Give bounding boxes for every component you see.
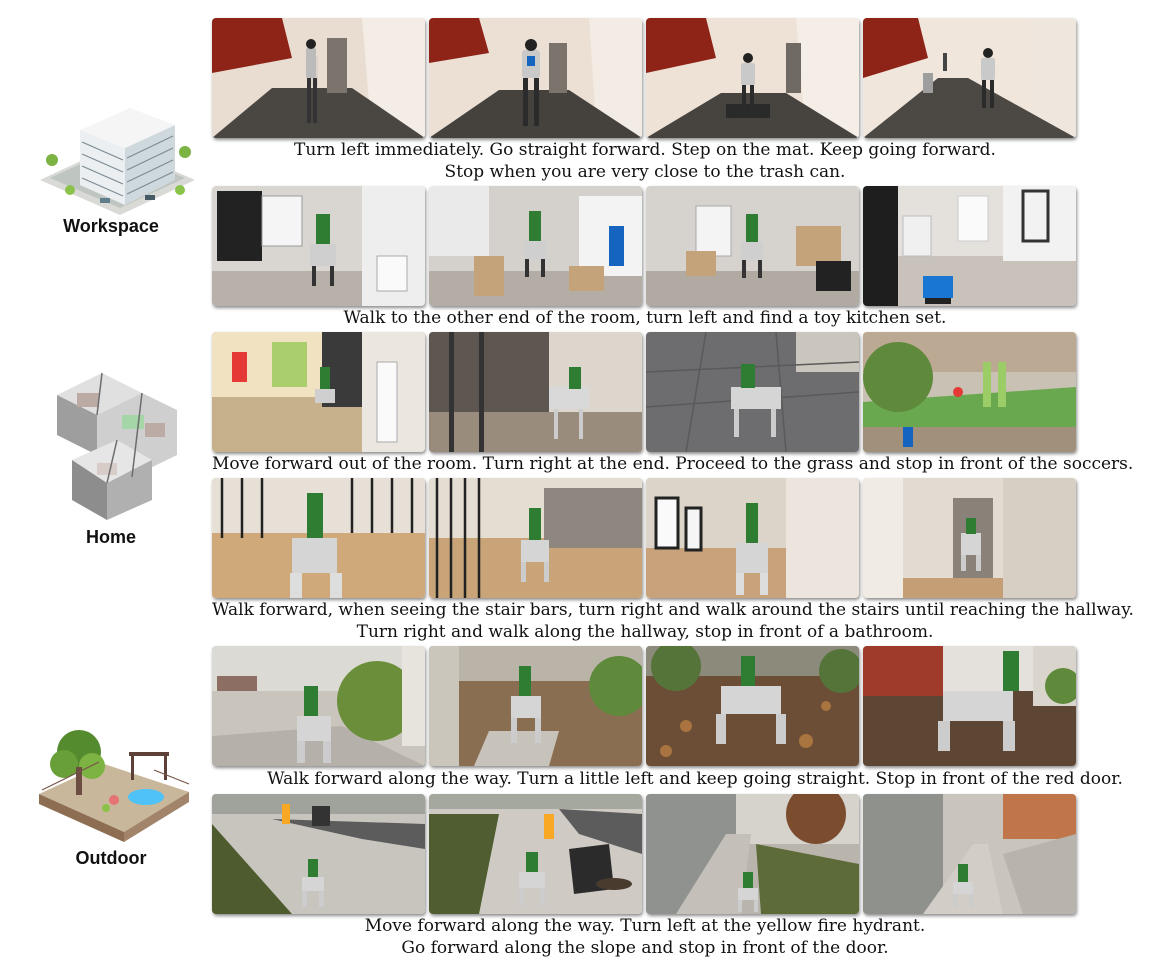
frame-5-2 [429,646,642,766]
episode-3-caption: Move forward out of the room. Turn right… [212,453,1134,475]
episode-5-line-1: Walk forward along the way. Turn a littl… [267,769,1123,789]
frame-2-2 [429,186,642,306]
episode-6-line-1: Move forward along the way. Turn left at… [364,916,926,936]
office-building-icon [40,108,195,215]
category-label-workspace: Workspace [63,216,159,236]
frame-2-1 [212,186,425,306]
episode-4-line-2: Turn right and walk along the hallway, s… [356,622,934,642]
frame-3-4 [863,332,1076,452]
frame-6-1 [212,794,425,914]
frame-6-2 [429,794,642,914]
episode-2-frames [212,186,1078,306]
frame-3-3 [646,332,859,452]
episode-6-caption: Move forward along the way. Turn left at… [212,915,1078,959]
frame-1-3 [646,18,859,138]
episode-1-line-2: Stop when you are very close to the tras… [444,162,846,182]
frame-6-4 [863,794,1076,914]
frame-6-3 [646,794,859,914]
frame-2-3 [646,186,859,306]
frame-1-2 [429,18,642,138]
frame-5-1 [212,646,425,766]
frame-5-3 [646,646,859,766]
frame-2-4 [863,186,1076,306]
episode-2-caption: Walk to the other end of the room, turn … [212,307,1078,329]
episode-4-line-1: Walk forward, when seeing the stair bars… [212,600,1134,620]
frame-1-1 [212,18,425,138]
frame-3-2 [429,332,642,452]
episode-2-line-1: Walk to the other end of the room, turn … [343,308,947,328]
category-label-home: Home [85,527,136,547]
frame-4-3 [646,478,859,598]
episode-1-caption: Turn left immediately. Go straight forwa… [212,139,1078,183]
episode-3-line-1: Move forward out of the room. Turn right… [212,454,1134,474]
episode-1-frames [212,18,1078,138]
house-floorplan-icon [57,372,177,520]
episode-6-frames [212,794,1078,914]
frame-5-4 [863,646,1076,766]
episode-5-frames [212,646,1078,766]
frame-4-2 [429,478,642,598]
frame-4-1 [212,478,425,598]
episode-5-caption: Walk forward along the way. Turn a littl… [262,768,1128,790]
episode-4-caption: Walk forward, when seeing the stair bars… [212,599,1134,643]
frame-1-4 [863,18,1076,138]
garden-patio-icon [39,730,190,842]
frame-3-1 [212,332,425,452]
episode-6-line-2: Go forward along the slope and stop in f… [401,938,889,958]
episode-1-line-1: Turn left immediately. Go straight forwa… [294,140,996,160]
episode-3-frames [212,332,1078,452]
category-label-outdoor: Outdoor [75,848,147,868]
frame-4-4 [863,478,1076,598]
episode-4-frames [212,478,1078,598]
